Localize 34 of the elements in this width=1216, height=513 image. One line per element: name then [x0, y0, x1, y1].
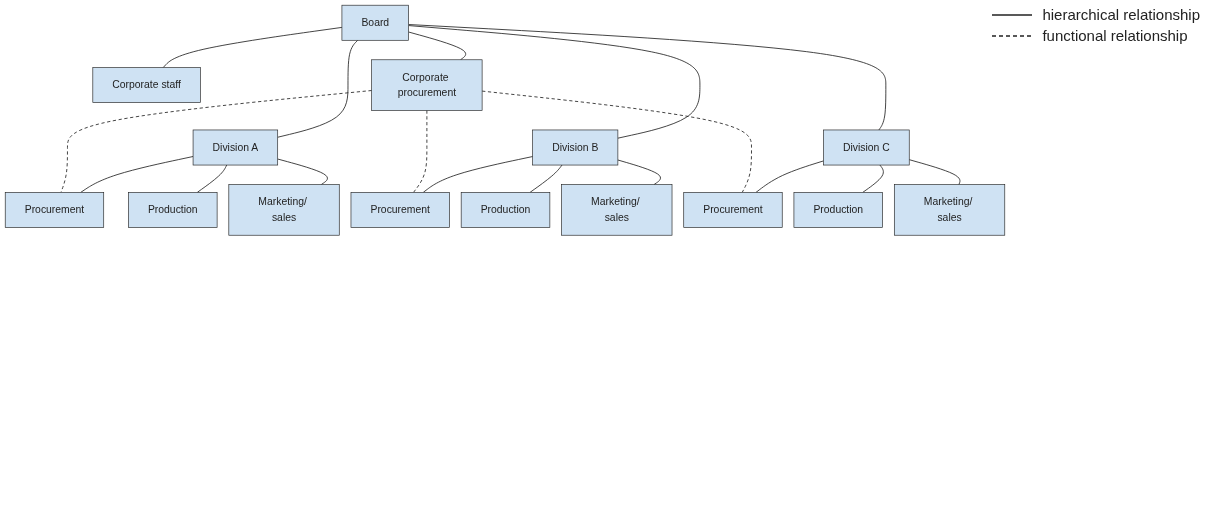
node-box: Division C — [823, 129, 910, 166]
connector — [408, 31, 467, 61]
node-box: Division A — [192, 129, 279, 166]
node-box: Marketing/ sales — [894, 184, 1006, 236]
node-box: Procurement — [4, 192, 105, 228]
connector — [196, 164, 228, 193]
connector — [277, 39, 359, 138]
node-box: Board — [341, 4, 409, 41]
connector — [408, 25, 701, 139]
node-box: Production — [128, 192, 218, 228]
connector — [862, 164, 884, 193]
legend-text: hierarchical relationship — [1042, 6, 1200, 23]
connector — [529, 164, 563, 193]
connector — [422, 156, 534, 193]
connector — [277, 158, 328, 185]
connector — [481, 90, 752, 193]
connector — [755, 160, 824, 193]
node-box: Marketing/ sales — [561, 184, 673, 236]
connector — [80, 156, 194, 193]
connector — [162, 26, 343, 68]
node-box: Production — [793, 192, 883, 228]
node-box: Corporate procurement — [371, 59, 483, 111]
node-box: Division B — [532, 129, 619, 166]
connector — [413, 110, 428, 193]
node-box: Corporate staff — [92, 67, 201, 103]
legend-text: functional relationship — [1042, 27, 1188, 44]
node-box: Procurement — [350, 192, 450, 228]
connector — [408, 24, 887, 131]
node-box: Marketing/ sales — [228, 184, 340, 236]
node-box: Production — [460, 192, 551, 228]
node-box: Procurement — [683, 192, 783, 228]
connector — [908, 159, 961, 185]
connector — [60, 90, 373, 193]
connector — [617, 159, 661, 185]
